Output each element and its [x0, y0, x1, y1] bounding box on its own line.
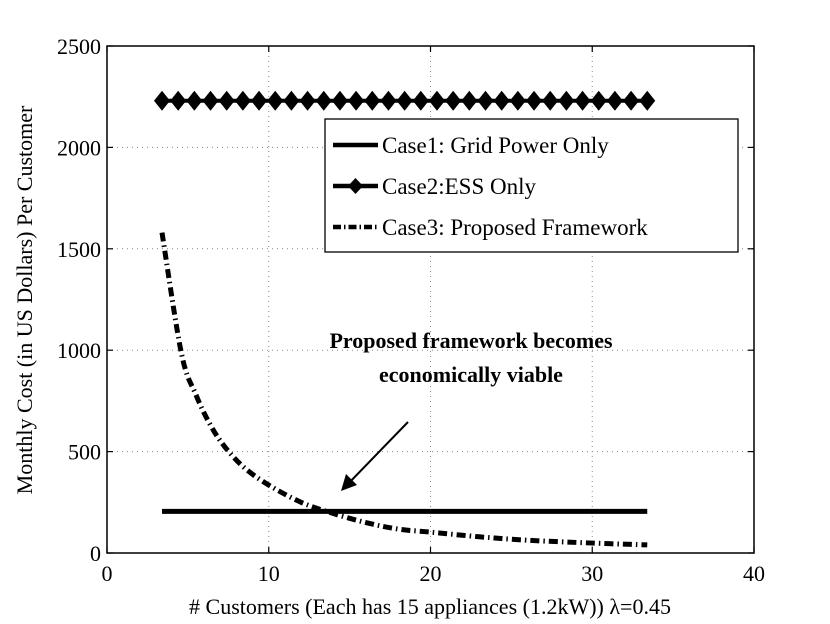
series-case2-marker — [526, 90, 543, 111]
series-case2-marker — [428, 90, 445, 111]
series-case2-marker — [509, 90, 526, 111]
x-axis-label: # Customers (Each has 15 appliances (1.2… — [189, 594, 671, 619]
series-case2-marker — [186, 90, 203, 111]
series-case2-marker — [348, 90, 365, 111]
annotation-arrow-head — [341, 474, 357, 491]
annotation-line-1: Proposed framework becomes — [329, 328, 613, 353]
y-tick-label: 1500 — [57, 237, 101, 262]
series-case2-marker — [558, 90, 575, 111]
series-case2-marker — [218, 90, 235, 111]
x-tick-label: 30 — [581, 561, 603, 586]
x-tick-label: 20 — [420, 561, 442, 586]
series-case2-marker — [445, 90, 462, 111]
series-case2-marker — [542, 90, 559, 111]
legend-swatch-case2-diamond — [348, 178, 363, 194]
series-case2-marker — [331, 90, 348, 111]
series-case2-marker — [267, 90, 284, 111]
series-case2-marker — [364, 90, 381, 111]
ticks: 0 10 20 30 40 0 500 1000 1500 2000 2500 — [57, 34, 765, 586]
series-case2-marker — [251, 90, 268, 111]
series-case2-marker — [493, 90, 510, 111]
series-case2-marker — [623, 90, 640, 111]
y-tick-label: 1000 — [57, 338, 101, 363]
series-case2-marker — [315, 90, 332, 111]
series-case2-marker — [412, 90, 429, 111]
x-tick-label: 40 — [743, 561, 765, 586]
legend-label-case1: Case1: Grid Power Only — [382, 133, 609, 158]
legend-label-case3: Case3: Proposed Framework — [382, 215, 648, 240]
series-case2-marker — [606, 90, 623, 111]
y-tick-label: 500 — [68, 440, 101, 465]
series-case2-marker — [170, 90, 187, 111]
series-case3-line — [159, 232, 648, 548]
x-tick-label: 0 — [102, 561, 113, 586]
series-case2-marker — [234, 90, 251, 111]
series-case2-marker — [396, 90, 413, 111]
y-tick-label: 0 — [90, 541, 101, 566]
series-case2-marker — [477, 90, 494, 111]
series-case2-marker — [639, 90, 656, 111]
legend-label-case2: Case2:ESS Only — [382, 174, 536, 199]
y-axis-label: Monthly Cost (in US Dollars) Per Custome… — [12, 105, 37, 494]
y-tick-label: 2000 — [57, 135, 101, 160]
series-case2-marker — [202, 90, 219, 111]
series-case2-marker — [590, 90, 607, 111]
series-case2-marker — [574, 90, 591, 111]
annotation: Proposed framework becomes economically … — [329, 328, 613, 491]
series-case2-marker — [461, 90, 478, 111]
legend-box — [324, 118, 739, 253]
series-case2-marker — [299, 90, 316, 111]
series-case2-marker — [380, 90, 397, 111]
series-case2-marker — [153, 90, 170, 111]
y-tick-label: 2500 — [57, 34, 101, 59]
series-layer — [153, 90, 656, 548]
annotation-arrow-shaft — [345, 421, 409, 487]
x-tick-label: 10 — [258, 561, 280, 586]
legend: Case1: Grid Power Only Case2:ESS Only Ca… — [324, 118, 739, 253]
annotation-line-2: economically viable — [379, 362, 563, 387]
series-case2-marker — [283, 90, 300, 111]
